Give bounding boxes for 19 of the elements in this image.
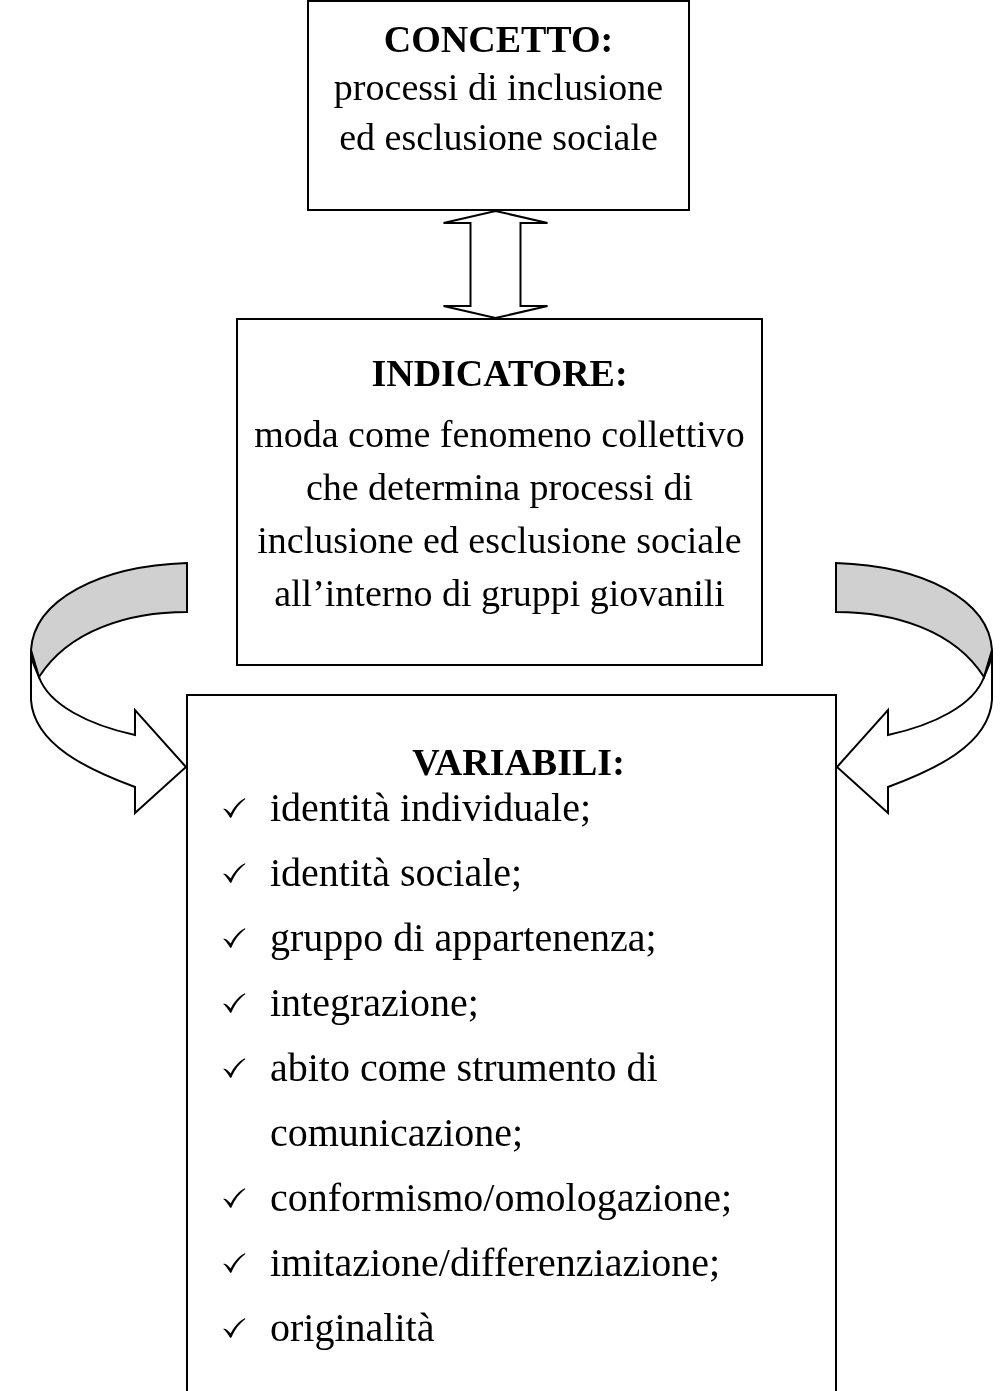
list-item: conformismo/omologazione;	[270, 1174, 734, 1222]
list-item: originalità	[270, 1304, 436, 1352]
box-heading: INDICATORE:	[371, 351, 628, 396]
list-item: abito come strumento di comunicazione;	[270, 1044, 659, 1157]
box-heading: VARIABILI:	[411, 740, 626, 785]
curved-arrow	[835, 562, 993, 814]
curved-arrow	[30, 562, 188, 814]
double-arrow	[442, 209, 549, 320]
box-heading: CONCETTO:	[383, 17, 614, 62]
box-text: processi di inclusione ed esclusione sociale	[332, 65, 665, 160]
list-item: identità sociale;	[270, 849, 524, 897]
text-box	[307, 0, 690, 211]
list-item: identità individuale;	[270, 784, 593, 832]
box-text: moda come fenomeno collettivo che determina processi di inclusione ed esclusione sociale all’interno di gruppi giovanili	[253, 412, 746, 616]
list-item: gruppo di appartenenza;	[270, 914, 658, 962]
list-item: imitazione/differenziazione;	[270, 1239, 722, 1287]
list-item: integrazione;	[270, 979, 480, 1027]
text-box	[186, 694, 837, 1391]
text-box	[236, 318, 763, 666]
